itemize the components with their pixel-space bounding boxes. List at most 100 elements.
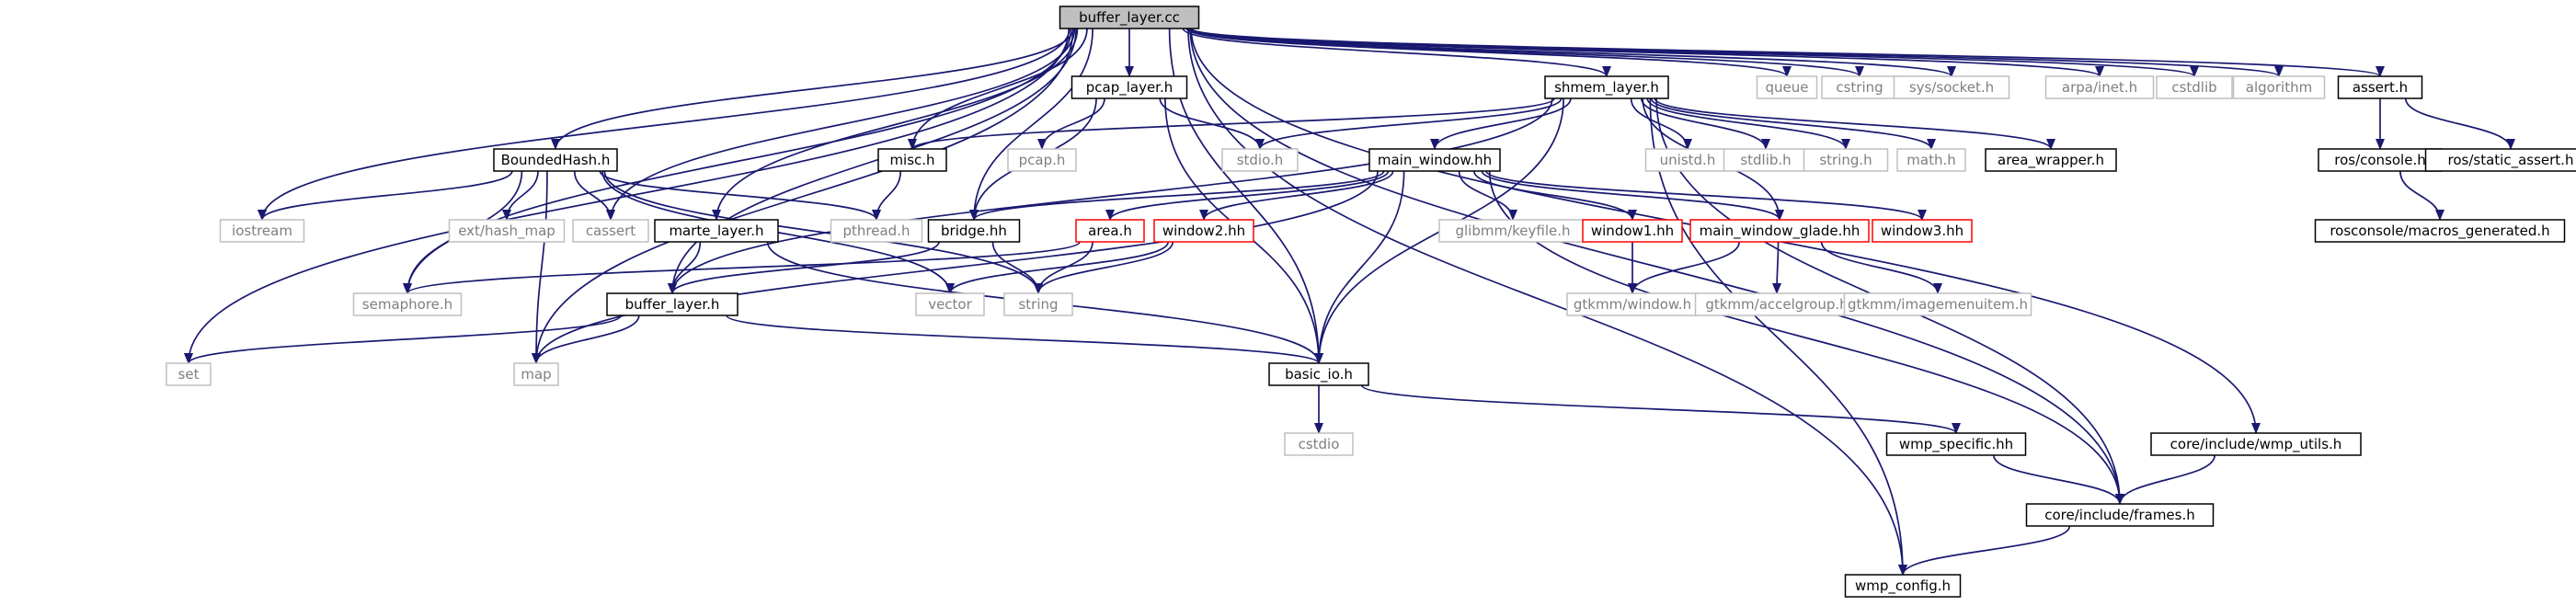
node-vector: vector <box>915 292 985 316</box>
node-label: math.h <box>1906 152 1955 168</box>
node-label: assert.h <box>2353 79 2408 96</box>
node-ros-static-assert-h[interactable]: ros/static_assert.h <box>2424 148 2576 172</box>
node-shmem-layer-h[interactable]: shmem_layer.h <box>1544 75 1669 99</box>
node-main-window-hh[interactable]: main_window.hh <box>1368 148 1501 172</box>
node-algorithm: algorithm <box>2232 75 2326 99</box>
node-box <box>513 362 559 386</box>
edge-buffer-layer-cc-to-core-include-frames-h <box>1189 28 2124 505</box>
node-label: gtkmm/imagemenuitem.h <box>1848 296 2028 313</box>
node-label: area.h <box>1088 223 1132 239</box>
node-box <box>1368 148 1501 172</box>
edge-core-include-wmp-utils-h-to-core-include-frames-h <box>2115 454 2215 505</box>
node-box <box>1544 75 1669 99</box>
node-box <box>352 292 463 316</box>
edge-boundedhash-h-to-string <box>603 170 1043 294</box>
node-box <box>2025 503 2215 527</box>
node-boundedhash-h[interactable]: BoundedHash.h <box>493 148 618 172</box>
node-main-window-glade-hh[interactable]: main_window_glade.hh <box>1689 219 1870 243</box>
edge-boundedhash-h-to-ext-hash-map <box>502 170 539 221</box>
edge-buffer-layer-cc-to-cassert <box>606 28 1076 221</box>
node-box <box>2044 75 2155 99</box>
node-misc-h[interactable]: misc.h <box>877 148 947 172</box>
node-box <box>166 362 212 386</box>
edges-layer <box>184 28 2515 576</box>
node-iostream: iostream <box>219 219 305 243</box>
node-box <box>915 292 985 316</box>
node-ros-console-h[interactable]: ros/console.h <box>2318 148 2443 172</box>
edge-buffer-layer-cc-to-bridge-hh <box>969 28 1093 221</box>
node-box <box>1896 148 1966 172</box>
node-box <box>654 219 779 243</box>
node-area-h[interactable]: area.h <box>1075 219 1145 243</box>
node-label: core/include/wmp_utils.h <box>2170 436 2342 453</box>
node-box <box>1821 75 1898 99</box>
node-box <box>1844 574 1962 598</box>
node-cstring: cstring <box>1821 75 1898 99</box>
edge-buffer-layer-cc-to-map <box>532 28 1074 364</box>
edge-core-include-frames-h-to-wmp-config-h <box>1898 525 2071 576</box>
node-label: cstring <box>1836 79 1883 96</box>
node-bridge-hh[interactable]: bridge.hh <box>927 219 1021 243</box>
node-buffer-layer-h[interactable]: buffer_layer.h <box>606 292 738 316</box>
node-core-include-frames-h[interactable]: core/include/frames.h <box>2025 503 2215 527</box>
edge-buffer-layer-cc-to-set <box>184 28 1070 364</box>
node-label: ext/hash_map <box>458 223 555 240</box>
node-wmp-specific-hh[interactable]: wmp_specific.hh <box>1885 432 2027 456</box>
edge-main-window-hh-to-map <box>532 170 1379 364</box>
node-gtkmm-imagemenuitem-h: gtkmm/imagemenuitem.h <box>1843 292 2032 316</box>
node-core-include-wmp-utils-h[interactable]: core/include/wmp_utils.h <box>2150 432 2362 456</box>
node-unistd-h: unistd.h <box>1644 148 1731 172</box>
node-box <box>1566 292 1699 316</box>
node-box <box>1803 148 1889 172</box>
node-label: buffer_layer.cc <box>1079 9 1180 27</box>
node-label: window2.hh <box>1162 223 1245 239</box>
node-label: shmem_layer.h <box>1554 79 1659 97</box>
edge-buffer-layer-cc-to-marte-layer-h <box>712 28 1079 221</box>
node-label: sys/socket.h <box>1909 79 1994 96</box>
edge-buffer-layer-cc-to-shmem-layer-h <box>1182 28 1611 77</box>
node-label: pcap.h <box>1019 152 1066 168</box>
edge-basic-io-h-to-wmp-specific-hh <box>1360 384 1961 434</box>
node-box <box>493 148 618 172</box>
node-assert-h[interactable]: assert.h <box>2337 75 2423 99</box>
node-box <box>448 219 566 243</box>
node-area-wrapper-h[interactable]: area_wrapper.h <box>1985 148 2117 172</box>
edge-shmem-layer-h-to-area-wrapper-h <box>1654 97 2055 150</box>
node-label: glibmm/keyfile.h <box>1455 223 1570 239</box>
node-box <box>1694 292 1860 316</box>
edge-main-window-hh-to-main-window-glade-hh <box>1481 170 1784 221</box>
node-basic-io-h[interactable]: basic_io.h <box>1268 362 1369 386</box>
node-box <box>2232 75 2326 99</box>
node-label: ros/console.h <box>2334 152 2425 168</box>
node-window3-hh[interactable]: window3.hh <box>1872 219 1973 243</box>
node-box <box>1644 148 1731 172</box>
edge-buffer-layer-cc-to-cstring <box>1186 28 1864 77</box>
node-label: gtkmm/accelgroup.h <box>1705 296 1848 313</box>
node-cassert: cassert <box>572 219 649 243</box>
edge-buffer-layer-cc-to-misc-h <box>908 28 1088 150</box>
node-window1-hh[interactable]: window1.hh <box>1582 219 1683 243</box>
edge-shmem-layer-h-to-main-window-hh <box>1430 97 1572 150</box>
node-box <box>927 219 1021 243</box>
node-box <box>219 219 305 243</box>
edge-shmem-layer-h-to-stdlib-h <box>1640 97 1770 150</box>
node-label: cstdio <box>1299 436 1340 452</box>
node-glibmm-keyfile-h: glibmm/keyfile.h <box>1438 219 1587 243</box>
node-rosconsole-macros-generated-h[interactable]: rosconsole/macros_generated.h <box>2314 219 2566 243</box>
node-box <box>1003 292 1073 316</box>
node-label: set <box>178 366 200 383</box>
node-buffer-layer-cc[interactable]: buffer_layer.cc <box>1059 6 1200 29</box>
node-label: pcap_layer.h <box>1086 79 1174 97</box>
node-label: main_window.hh <box>1378 152 1492 169</box>
node-semaphore-h: semaphore.h <box>352 292 463 316</box>
node-wmp-config-h[interactable]: wmp_config.h <box>1844 574 1962 598</box>
edge-buffer-layer-cc-to-cstdlib <box>1189 28 2199 77</box>
node-label: basic_io.h <box>1285 366 1353 383</box>
node-label: cassert <box>586 223 635 239</box>
edge-main-window-hh-to-basic-io-h <box>1314 170 1405 364</box>
node-pcap-layer-h[interactable]: pcap_layer.h <box>1070 75 1188 99</box>
edge-shmem-layer-h-to-misc-h <box>908 97 1555 150</box>
node-window2-hh[interactable]: window2.hh <box>1153 219 1254 243</box>
node-marte-layer-h[interactable]: marte_layer.h <box>654 219 779 243</box>
